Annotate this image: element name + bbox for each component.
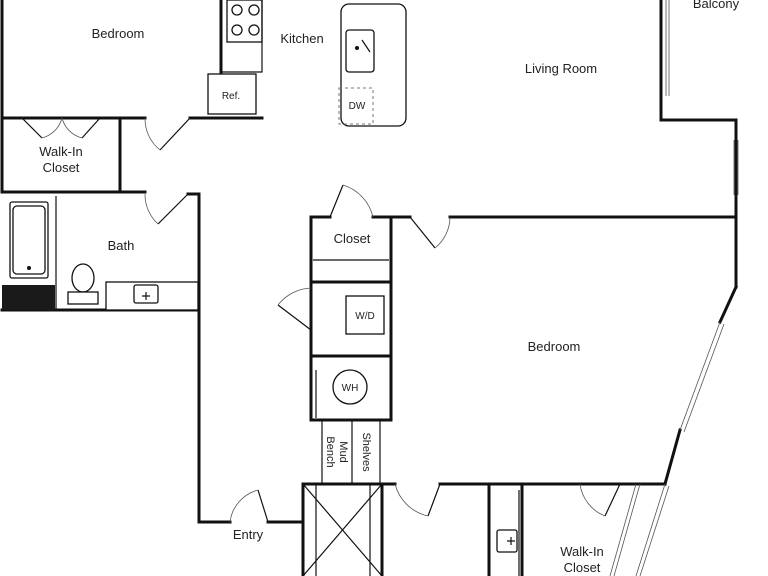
toilet-bowl <box>71 263 95 293</box>
door-laundry-arc <box>277 287 312 306</box>
door-closet1-right <box>81 117 101 139</box>
stove-burner <box>231 24 243 36</box>
door-entry-arc <box>229 489 259 523</box>
door-bedroom2-arc <box>434 216 451 249</box>
door-closet2-arc <box>579 483 606 517</box>
door-closet1-left-arc <box>41 117 63 139</box>
window-angled-1 <box>679 321 721 431</box>
dishwasher <box>338 87 374 125</box>
door-bedroom2 <box>409 216 436 249</box>
room-labels: Bedroom Kitchen Living Room Balcony Walk… <box>39 0 739 575</box>
water-heater-label: WH <box>342 383 359 394</box>
stove-burner <box>248 4 260 16</box>
wall-balcony-bottom <box>659 118 738 289</box>
fixtures: Ref. DW W/D WH Mud Bench Shelves <box>2 0 520 576</box>
tub-drain-icon <box>27 266 31 270</box>
room-label-walk-in-closet-2-line1: Walk-In <box>560 544 604 559</box>
sink-drain-icon <box>355 46 359 50</box>
dishwasher-label: DW <box>349 101 366 112</box>
bath2-faucet-icon <box>507 537 515 545</box>
door-closet1-right-arc <box>61 117 83 139</box>
door-bedroom1-arc <box>144 117 161 151</box>
door-bath <box>157 193 189 225</box>
room-label-closet: Closet <box>334 231 371 246</box>
faucet-icon <box>361 39 371 53</box>
wall-right-angled <box>718 285 738 324</box>
wall-hall-left <box>197 308 232 524</box>
door-bath-arc <box>144 193 159 225</box>
door-closet <box>329 184 344 218</box>
door-bedroom1 <box>159 117 191 151</box>
room-label-bath: Bath <box>108 238 135 253</box>
water-heater <box>332 369 368 405</box>
windows <box>609 0 739 576</box>
room-label-entry: Entry <box>233 527 264 542</box>
window-bottom-2 <box>639 485 670 576</box>
mud-bench-label-line2: Bench <box>324 436 336 467</box>
kitchen-counter <box>221 0 263 73</box>
mud-bench-label-line1: Mud <box>337 441 349 462</box>
window-angled-2 <box>683 323 725 433</box>
door-closet2 <box>604 483 621 517</box>
bath-dark-block <box>2 285 55 310</box>
room-label-bedroom-2: Bedroom <box>528 339 581 354</box>
shelves-label: Shelves <box>360 432 372 472</box>
bath-faucet-icon <box>142 292 150 300</box>
window-closet2-2 <box>613 483 641 576</box>
door-lower-hall-arc <box>394 483 429 517</box>
wall-right-angled-lower <box>663 428 682 486</box>
room-label-living-room: Living Room <box>525 61 597 76</box>
refrigerator-label: Ref. <box>222 91 240 102</box>
room-label-kitchen: Kitchen <box>280 31 323 46</box>
doors <box>21 117 621 523</box>
room-label-walk-in-closet-1-line2: Closet <box>43 160 80 175</box>
entry-storage-inner <box>315 484 371 576</box>
washer-dryer-label: W/D <box>355 311 374 322</box>
door-closet-arc <box>342 184 374 218</box>
door-laundry <box>277 304 312 331</box>
toilet-tank <box>67 291 99 305</box>
refrigerator <box>207 73 257 115</box>
stove-burner <box>231 4 243 16</box>
window-closet2-1 <box>609 483 637 576</box>
room-label-walk-in-closet-1-line1: Walk-In <box>39 144 83 159</box>
door-lower-hall <box>427 483 441 517</box>
bathtub-basin <box>12 205 46 275</box>
stove-burner <box>248 24 260 36</box>
room-label-walk-in-closet-2-line2: Closet <box>564 560 601 575</box>
window-bottom-1 <box>635 483 666 576</box>
washer-dryer <box>345 295 385 335</box>
room-label-bedroom-1: Bedroom <box>92 26 145 41</box>
kitchen-sink <box>345 29 375 73</box>
walls <box>0 0 738 576</box>
room-label-balcony: Balcony <box>693 0 740 11</box>
door-entry <box>257 489 269 523</box>
door-closet1-left <box>21 117 43 139</box>
